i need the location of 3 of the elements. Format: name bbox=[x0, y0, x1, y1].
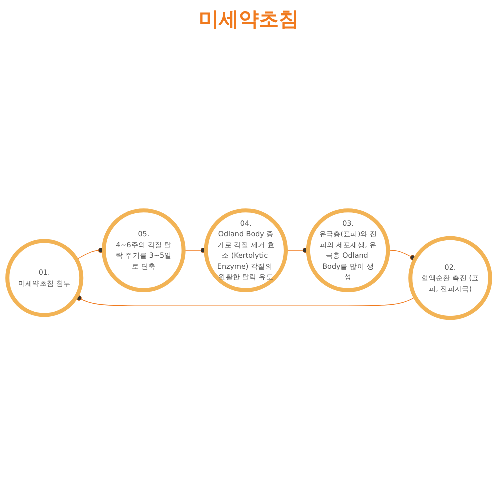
connector bbox=[76, 295, 416, 306]
connector bbox=[76, 247, 104, 260]
center-title: 미세약초침 bbox=[199, 7, 299, 31]
